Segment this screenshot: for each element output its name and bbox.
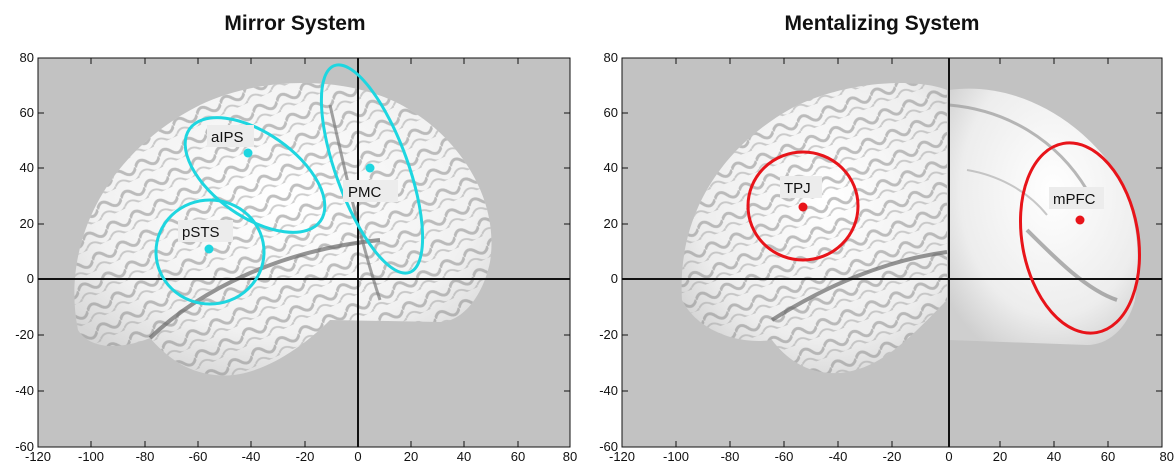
region-point [365, 163, 375, 173]
region-mpfc: mPFC [1018, 141, 1142, 335]
x-tick-label: -20 [883, 449, 902, 464]
x-tick-label: 60 [511, 449, 525, 464]
x-tick-label: -100 [78, 449, 104, 464]
region-label: mPFC [1053, 191, 1096, 208]
x-tick-label: 40 [457, 449, 471, 464]
x-tick-label: -120 [25, 449, 51, 464]
region-point [204, 244, 214, 254]
y-tick-label: 80 [604, 50, 618, 65]
x-tick-label: -60 [775, 449, 794, 464]
y-tick-label: -60 [15, 439, 34, 454]
x-tick-label: -40 [242, 449, 261, 464]
y-tick-label: 0 [27, 271, 34, 286]
region-label-box [178, 220, 233, 242]
region-psts: pSTS [154, 198, 266, 306]
x-tick-label: -40 [829, 449, 848, 464]
y-tick-label: -20 [15, 327, 34, 342]
brain-medial-frontal [948, 88, 1138, 345]
x-tick-label: -60 [189, 449, 208, 464]
region-label-box [1049, 187, 1104, 209]
x-tick-label: 40 [1047, 449, 1061, 464]
x-tick-label: 0 [354, 449, 361, 464]
region-ellipse [183, 116, 327, 234]
mirror-system-plot: -120 -100 -80 -60 -40 -20 0 20 40 60 80 … [15, 50, 577, 464]
y-tick-label: 60 [20, 105, 34, 120]
region-ellipse [154, 198, 266, 306]
x-axis-ticks [37, 58, 519, 447]
region-ellipse [746, 150, 860, 262]
y-axis-ticks [38, 112, 570, 392]
region-label-box [343, 180, 398, 202]
x-tick-label: -80 [136, 449, 155, 464]
y-tick-label: 80 [20, 50, 34, 65]
region-label-box [780, 176, 822, 198]
region-tpj: TPJ [746, 150, 860, 262]
y-tick-label: -40 [599, 383, 618, 398]
panel-title: Mentalizing System [784, 12, 980, 35]
region-label: TPJ [784, 180, 811, 197]
mentalizing-system-plot: -120 -100 -80 -60 -40 -20 0 20 40 60 80 … [599, 50, 1174, 464]
region-aips: aIPS [183, 116, 327, 234]
y-tick-labels: 80 60 40 20 0 -20 -40 -60 [15, 50, 34, 454]
y-tick-label: -60 [599, 439, 618, 454]
region-ellipse [319, 63, 425, 275]
y-tick-label: 60 [604, 105, 618, 120]
x-tick-label: 80 [1160, 449, 1174, 464]
x-tick-label: -100 [663, 449, 689, 464]
x-tick-labels: -120 -100 -80 -60 -40 -20 0 20 40 60 80 [25, 449, 577, 464]
x-tick-label: 20 [993, 449, 1007, 464]
y-tick-label: 40 [20, 160, 34, 175]
y-tick-label: 0 [611, 271, 618, 286]
y-tick-label: 20 [604, 216, 618, 231]
region-point [1075, 215, 1085, 225]
region-ellipse [1018, 141, 1142, 335]
x-axis-ticks [621, 58, 1109, 447]
region-label-box [207, 125, 254, 147]
y-tick-label: -40 [15, 383, 34, 398]
x-tick-label: 20 [404, 449, 418, 464]
region-point [798, 202, 808, 212]
y-tick-label: -20 [599, 327, 618, 342]
region-label: PMC [348, 184, 382, 201]
mirror-system-panel: Mirror System [15, 12, 577, 464]
x-tick-label: -120 [609, 449, 635, 464]
mentalizing-system-panel: Mentalizing System [587, 0, 1175, 464]
region-pmc: PMC [319, 63, 425, 275]
region-point [243, 148, 253, 158]
brain-left-lateral [74, 82, 492, 376]
y-tick-labels: 80 60 40 20 0 -20 -40 -60 [599, 50, 618, 454]
x-tick-label: 0 [945, 449, 952, 464]
region-label: aIPS [211, 129, 244, 146]
panel-title: Mirror System [224, 12, 366, 35]
region-label: pSTS [182, 224, 220, 241]
brain-left-lateral [681, 83, 948, 374]
x-tick-label: -20 [296, 449, 315, 464]
y-tick-label: 20 [20, 216, 34, 231]
y-axis-ticks [622, 112, 1162, 392]
x-tick-label: 60 [1101, 449, 1115, 464]
x-tick-label: -80 [721, 449, 740, 464]
x-tick-labels: -120 -100 -80 -60 -40 -20 0 20 40 60 80 [609, 449, 1174, 464]
x-tick-label: 80 [563, 449, 577, 464]
y-tick-label: 40 [604, 160, 618, 175]
